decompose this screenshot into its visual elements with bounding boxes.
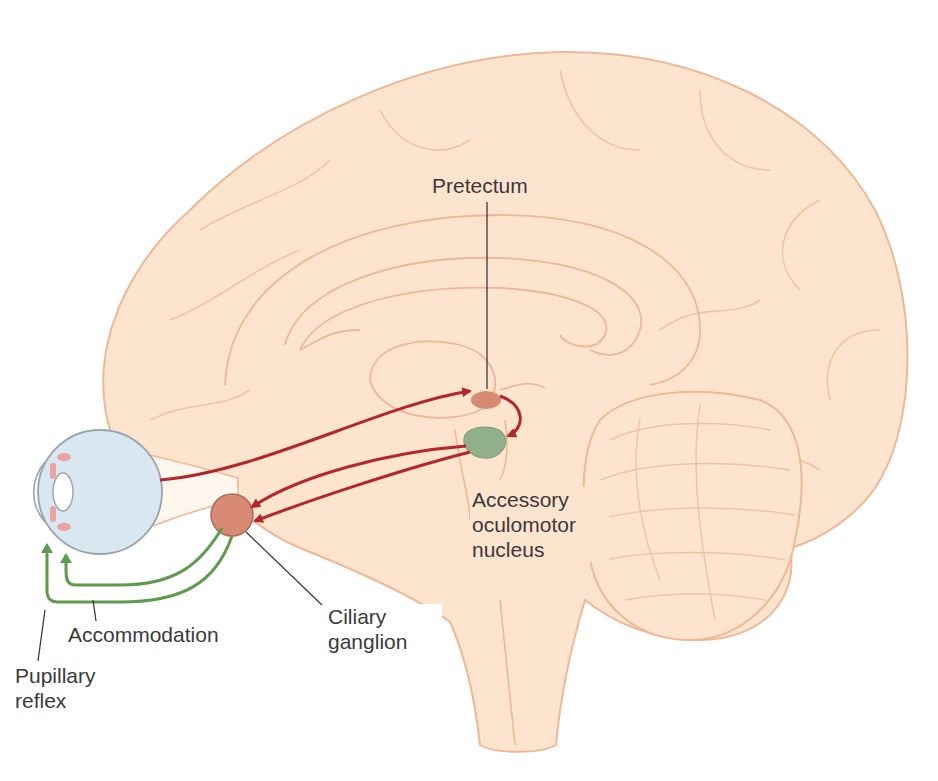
- structure-label: Accessory oculomotor nucleus: [470, 487, 609, 562]
- pineal-outline: [500, 384, 545, 390]
- lens: [53, 473, 73, 511]
- iris: [50, 463, 56, 479]
- structure-label: Ciliary ganglion: [326, 604, 442, 654]
- efferent-pathway: [47, 528, 232, 602]
- ciliary-body: [57, 453, 71, 461]
- ciliary-ganglion-shape: [211, 494, 253, 536]
- pathway-label: Accommodation: [66, 622, 221, 647]
- brainstem-lines: [455, 420, 515, 745]
- ciliary-body: [57, 523, 71, 531]
- corpus-callosum: [225, 215, 700, 385]
- cornea: [34, 462, 45, 522]
- eyeball: [38, 430, 162, 554]
- cerebellum-folia: [598, 405, 795, 620]
- cerebellum: [583, 392, 801, 640]
- structure-label: Pretectum: [430, 173, 530, 198]
- iris: [50, 506, 56, 522]
- afferent-pathway: [160, 391, 520, 521]
- leader-lines: [38, 202, 487, 661]
- accessory-oculomotor-nucleus-shape: [464, 427, 506, 458]
- brain-outline: [103, 52, 907, 752]
- pretectum-shape: [471, 391, 501, 409]
- pathway-label: Pupillary reflex: [13, 663, 129, 713]
